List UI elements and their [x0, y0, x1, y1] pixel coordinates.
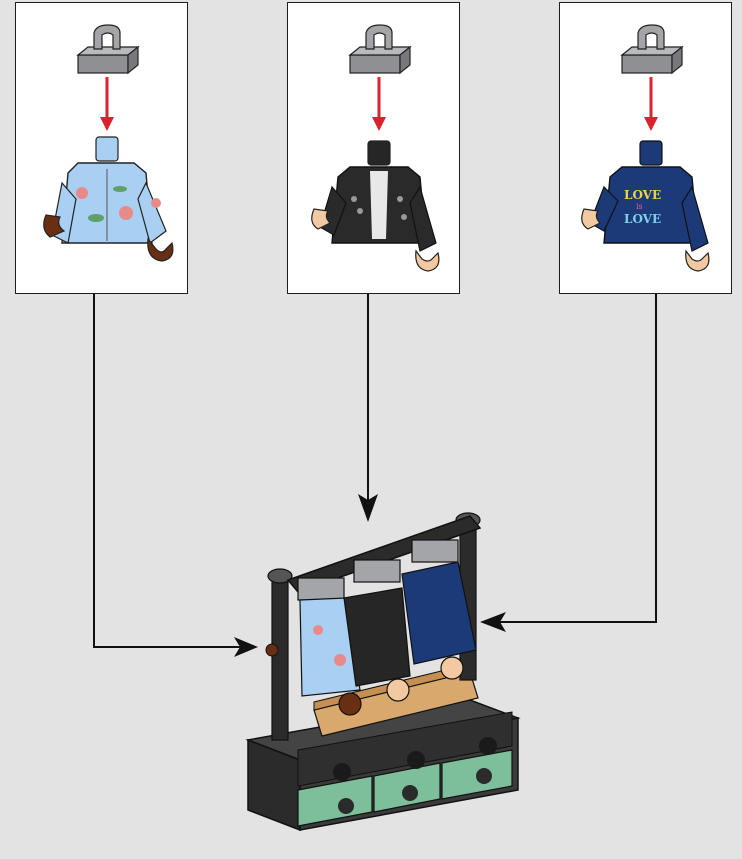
insert-arrow-icon: [372, 77, 386, 131]
callout-line-3: [480, 294, 657, 632]
step-panel-3: LOVE is LOVE: [559, 2, 732, 294]
clip-plate-icon: [348, 24, 412, 75]
insert-arrow-icon: [644, 77, 658, 131]
step-panel-2: [287, 2, 460, 294]
clip-plate-icon: [76, 24, 140, 75]
love-is-love-torso-icon: LOVE is LOVE: [581, 140, 710, 272]
leather-jacket-torso-icon: [311, 140, 440, 272]
clip-plate-icon: [620, 24, 684, 75]
callout-line-2: [358, 294, 378, 522]
floral-shirt-torso-icon: [43, 136, 174, 262]
callout-line-1: [93, 294, 258, 657]
leather-jacket-assembly: [311, 24, 440, 272]
print-line-3: LOVE: [624, 212, 661, 226]
print-line-1: LOVE: [624, 188, 661, 202]
drawer-front: [297, 711, 513, 827]
step-panel-1: [15, 2, 188, 294]
floral-shirt-assembly: [43, 24, 174, 262]
print-line-2: is: [636, 202, 643, 211]
clothing-rack-model: [245, 512, 521, 832]
love-is-love-assembly: LOVE is LOVE: [581, 24, 710, 272]
insert-arrow-icon: [100, 77, 114, 131]
